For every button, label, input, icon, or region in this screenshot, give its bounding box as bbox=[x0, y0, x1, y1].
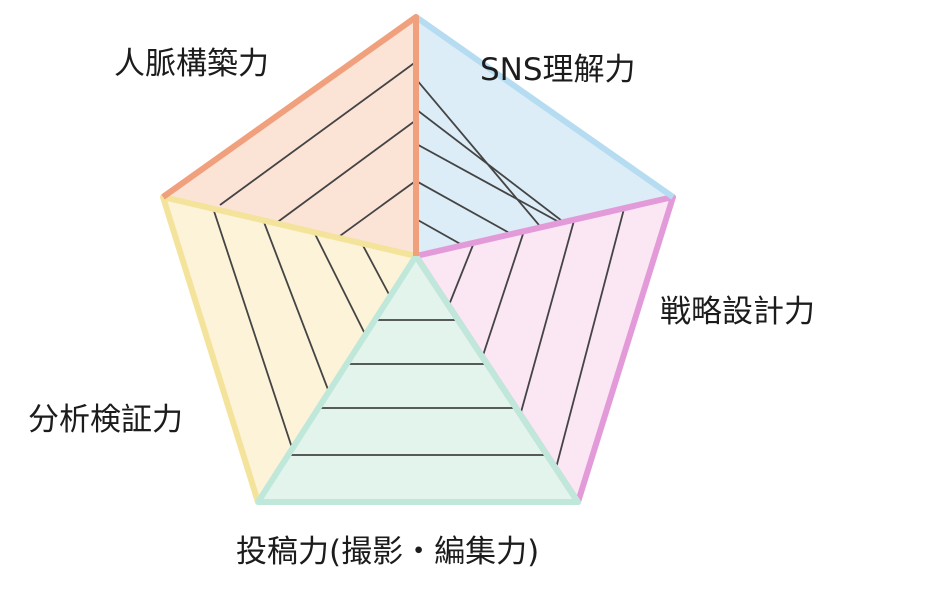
segment-posting-fill bbox=[258, 256, 578, 502]
label-posting: 投稿力(撮影・編集力) bbox=[236, 534, 540, 570]
segment-posting-outline bbox=[255, 254, 581, 505]
label-networking: 人脈構築力 bbox=[114, 46, 269, 82]
segment-strategy-fill bbox=[416, 197, 673, 502]
segment-networking-outline bbox=[161, 14, 419, 256]
segment-analysis-fill bbox=[163, 197, 416, 502]
segment-analysis bbox=[163, 197, 416, 502]
segment-analysis-hatch bbox=[211, 204, 393, 461]
label-sns-understanding: SNS理解力 bbox=[480, 52, 636, 88]
label-strategy-design: 戦略設計力 bbox=[660, 294, 815, 330]
label-analysis-verification: 分析検証力 bbox=[28, 402, 183, 438]
segment-sns-fill bbox=[416, 17, 673, 256]
segment-networking-fill bbox=[163, 17, 416, 256]
